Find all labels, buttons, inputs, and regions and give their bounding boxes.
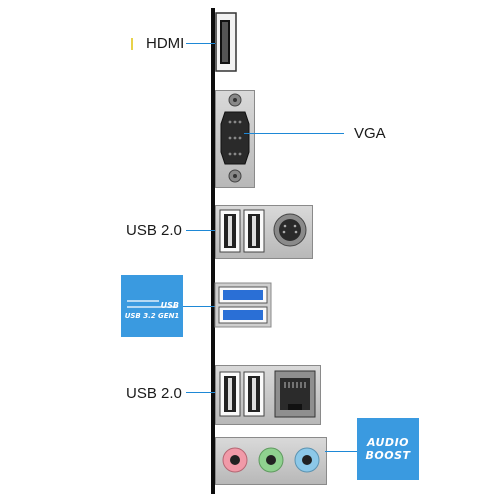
lan-port	[274, 370, 316, 418]
usb2-top-ports	[219, 209, 265, 253]
vga-port	[220, 93, 250, 183]
vga-label: VGA	[354, 125, 386, 142]
marker-tick	[131, 38, 133, 50]
hdmi-port	[215, 12, 237, 72]
io-shield-edge	[211, 8, 215, 494]
hdmi-leader	[186, 43, 230, 44]
usb32-badge: USB USB 3.2 GEN1	[121, 275, 183, 337]
usb2-bottom-ports	[219, 371, 265, 417]
audio-jacks	[222, 447, 320, 473]
usb-logo-lines	[127, 300, 177, 308]
usb2-top-leader	[186, 230, 226, 231]
ps2-port	[273, 213, 307, 247]
usb2-bottom-leader	[186, 392, 226, 393]
audio-leader	[325, 451, 357, 452]
usb-badge-line2: USB 3.2 GEN1	[124, 312, 180, 320]
usb2-top-label: USB 2.0	[126, 222, 182, 239]
audio-badge-line2: BOOST	[365, 449, 411, 462]
usb32-leader	[183, 306, 229, 307]
hdmi-label: HDMI	[146, 35, 185, 52]
audio-badge-line1: AUDIO	[366, 436, 410, 449]
usb-badge-line1: USB	[160, 301, 179, 310]
usb32-ports	[214, 282, 272, 328]
vga-leader	[244, 133, 344, 134]
usb2-bottom-label: USB 2.0	[126, 385, 182, 402]
audio-boost-badge: AUDIO BOOST	[357, 418, 419, 480]
